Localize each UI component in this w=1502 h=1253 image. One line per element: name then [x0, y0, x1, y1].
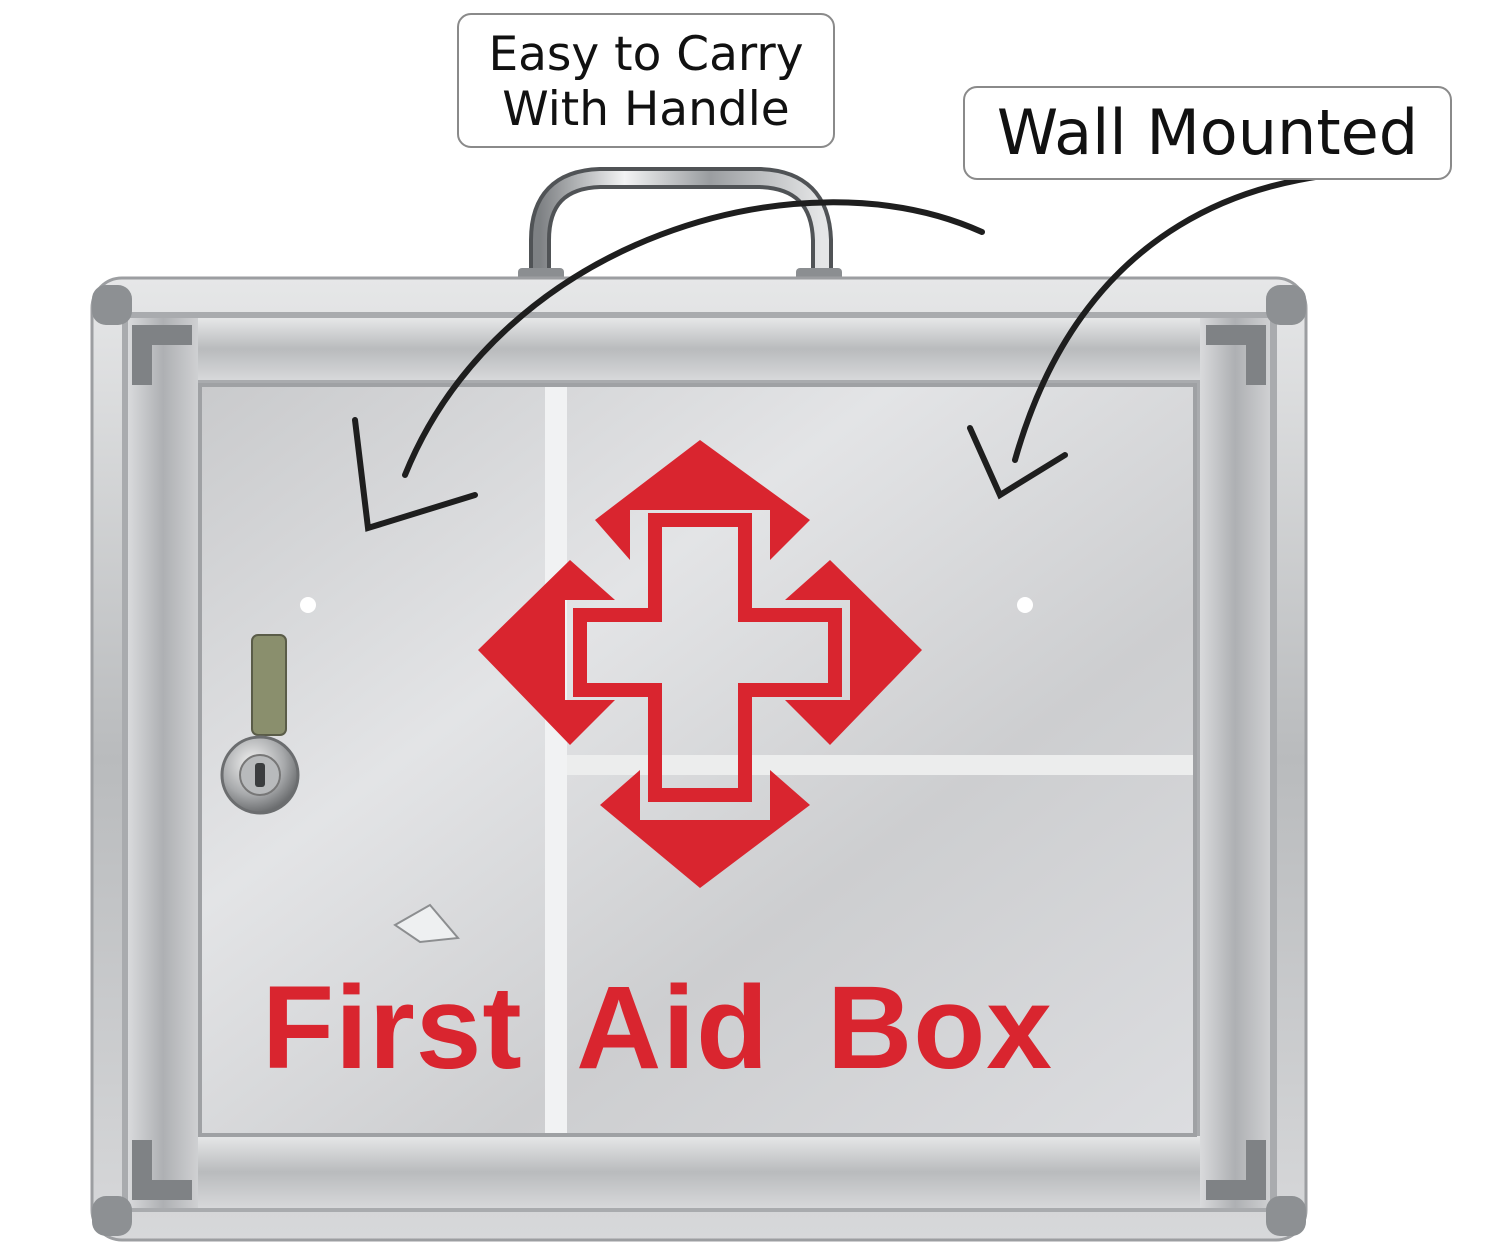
mounting-hole [300, 597, 316, 613]
callout-easy-to-carry: Easy to Carry With Handle [457, 13, 835, 148]
callout-line-1: Easy to Carry [488, 27, 804, 82]
lock-icon [220, 634, 300, 815]
mounting-hole [1017, 597, 1033, 613]
callout-line-2: With Handle [502, 82, 790, 137]
callout-wall-text: Wall Mounted [996, 96, 1419, 169]
carry-handle-icon [518, 167, 842, 293]
callout-wall-mounted: Wall Mounted [963, 86, 1452, 180]
first-aid-cross-icon [478, 440, 922, 888]
first-aid-box-label: First Aid Box [262, 962, 1053, 1094]
